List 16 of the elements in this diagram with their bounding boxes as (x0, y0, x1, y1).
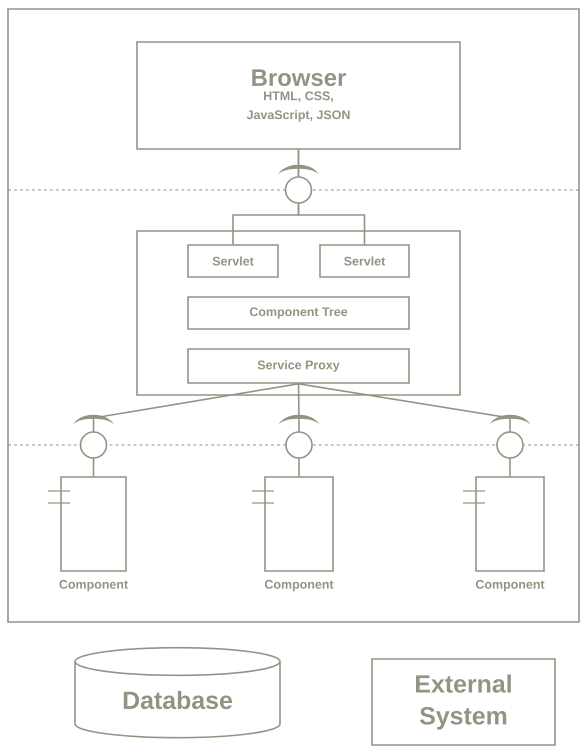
component-box: Component (48, 476, 128, 592)
interface-connector (298, 383, 511, 476)
database-cylinder: Database (74, 646, 281, 738)
node-label: Component (59, 580, 128, 592)
node-label: Component (476, 580, 544, 592)
server-box (136, 230, 461, 396)
browser-box: Browser HTML, CSS, JavaScript, JSON (136, 41, 461, 150)
external-system-box: External System (371, 658, 556, 746)
servlet-box: Servlet (187, 244, 279, 278)
service-proxy-box: Service Proxy (187, 348, 410, 384)
node-label: Component (264, 580, 334, 592)
servlet-box: Servlet (319, 244, 410, 278)
component-box: Component (252, 476, 334, 592)
component-tree-box: Component Tree (187, 296, 410, 330)
outer-frame (7, 8, 580, 623)
component-box: Component (463, 476, 545, 592)
